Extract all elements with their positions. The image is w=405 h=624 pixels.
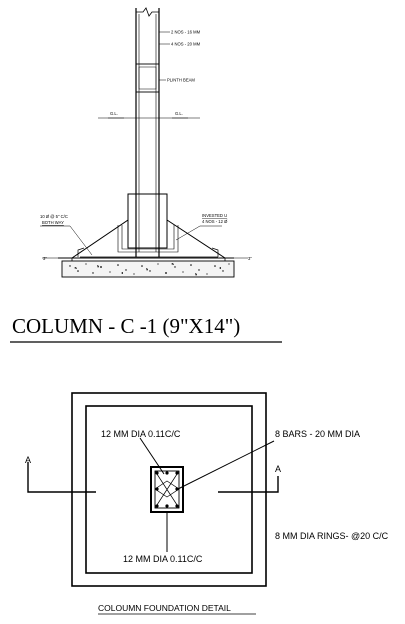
footing-inner-outline xyxy=(85,405,253,574)
section-marker-left: A xyxy=(25,455,31,465)
plinth-beam-label: PLINTH BEAM xyxy=(167,78,195,83)
plan-caption: COLOUMN FOUNDATION DETAIL xyxy=(98,603,231,613)
top-bars-note: 12 MM DIA 0.11C/C xyxy=(101,429,181,439)
ground-level-left-label: G.L. xyxy=(110,111,118,116)
ground-level-right-label: G.L. xyxy=(175,111,183,116)
section-marker-right: A xyxy=(275,464,281,474)
footing-bars-label: 10 Ø @ 5" C/C xyxy=(40,214,68,219)
invested-u-label: INVESTED U xyxy=(202,213,227,218)
main-bars-note: 8 BARS - 20 MM DIA xyxy=(275,429,360,439)
column-elevation xyxy=(58,7,234,262)
elevation-leaders xyxy=(40,31,248,259)
bottom-bars-note: 12 MM DIA 0.11C/C xyxy=(123,554,203,564)
drawing-title: COLUMN - C -1 (9"X14") xyxy=(12,314,240,338)
bottom-bars-label: 4 NOS - 20 MM xyxy=(171,42,201,47)
footing-bars-spacing-label: BOTH WAY xyxy=(42,220,64,225)
foundation-plan xyxy=(27,392,279,587)
main-bars xyxy=(155,471,179,508)
rings-note: 8 MM DIA RINGS- @20 C/C xyxy=(275,531,389,541)
pcc-bed xyxy=(61,260,235,278)
invested-u-bars-label: 4 NOS - 12 Ø xyxy=(202,219,228,224)
top-bars-label: 2 NOS - 16 MM xyxy=(171,30,201,35)
footing-outline xyxy=(71,392,267,587)
cover-right-dimension: 3" xyxy=(248,256,252,261)
cover-left-dimension: 3" xyxy=(43,256,47,261)
